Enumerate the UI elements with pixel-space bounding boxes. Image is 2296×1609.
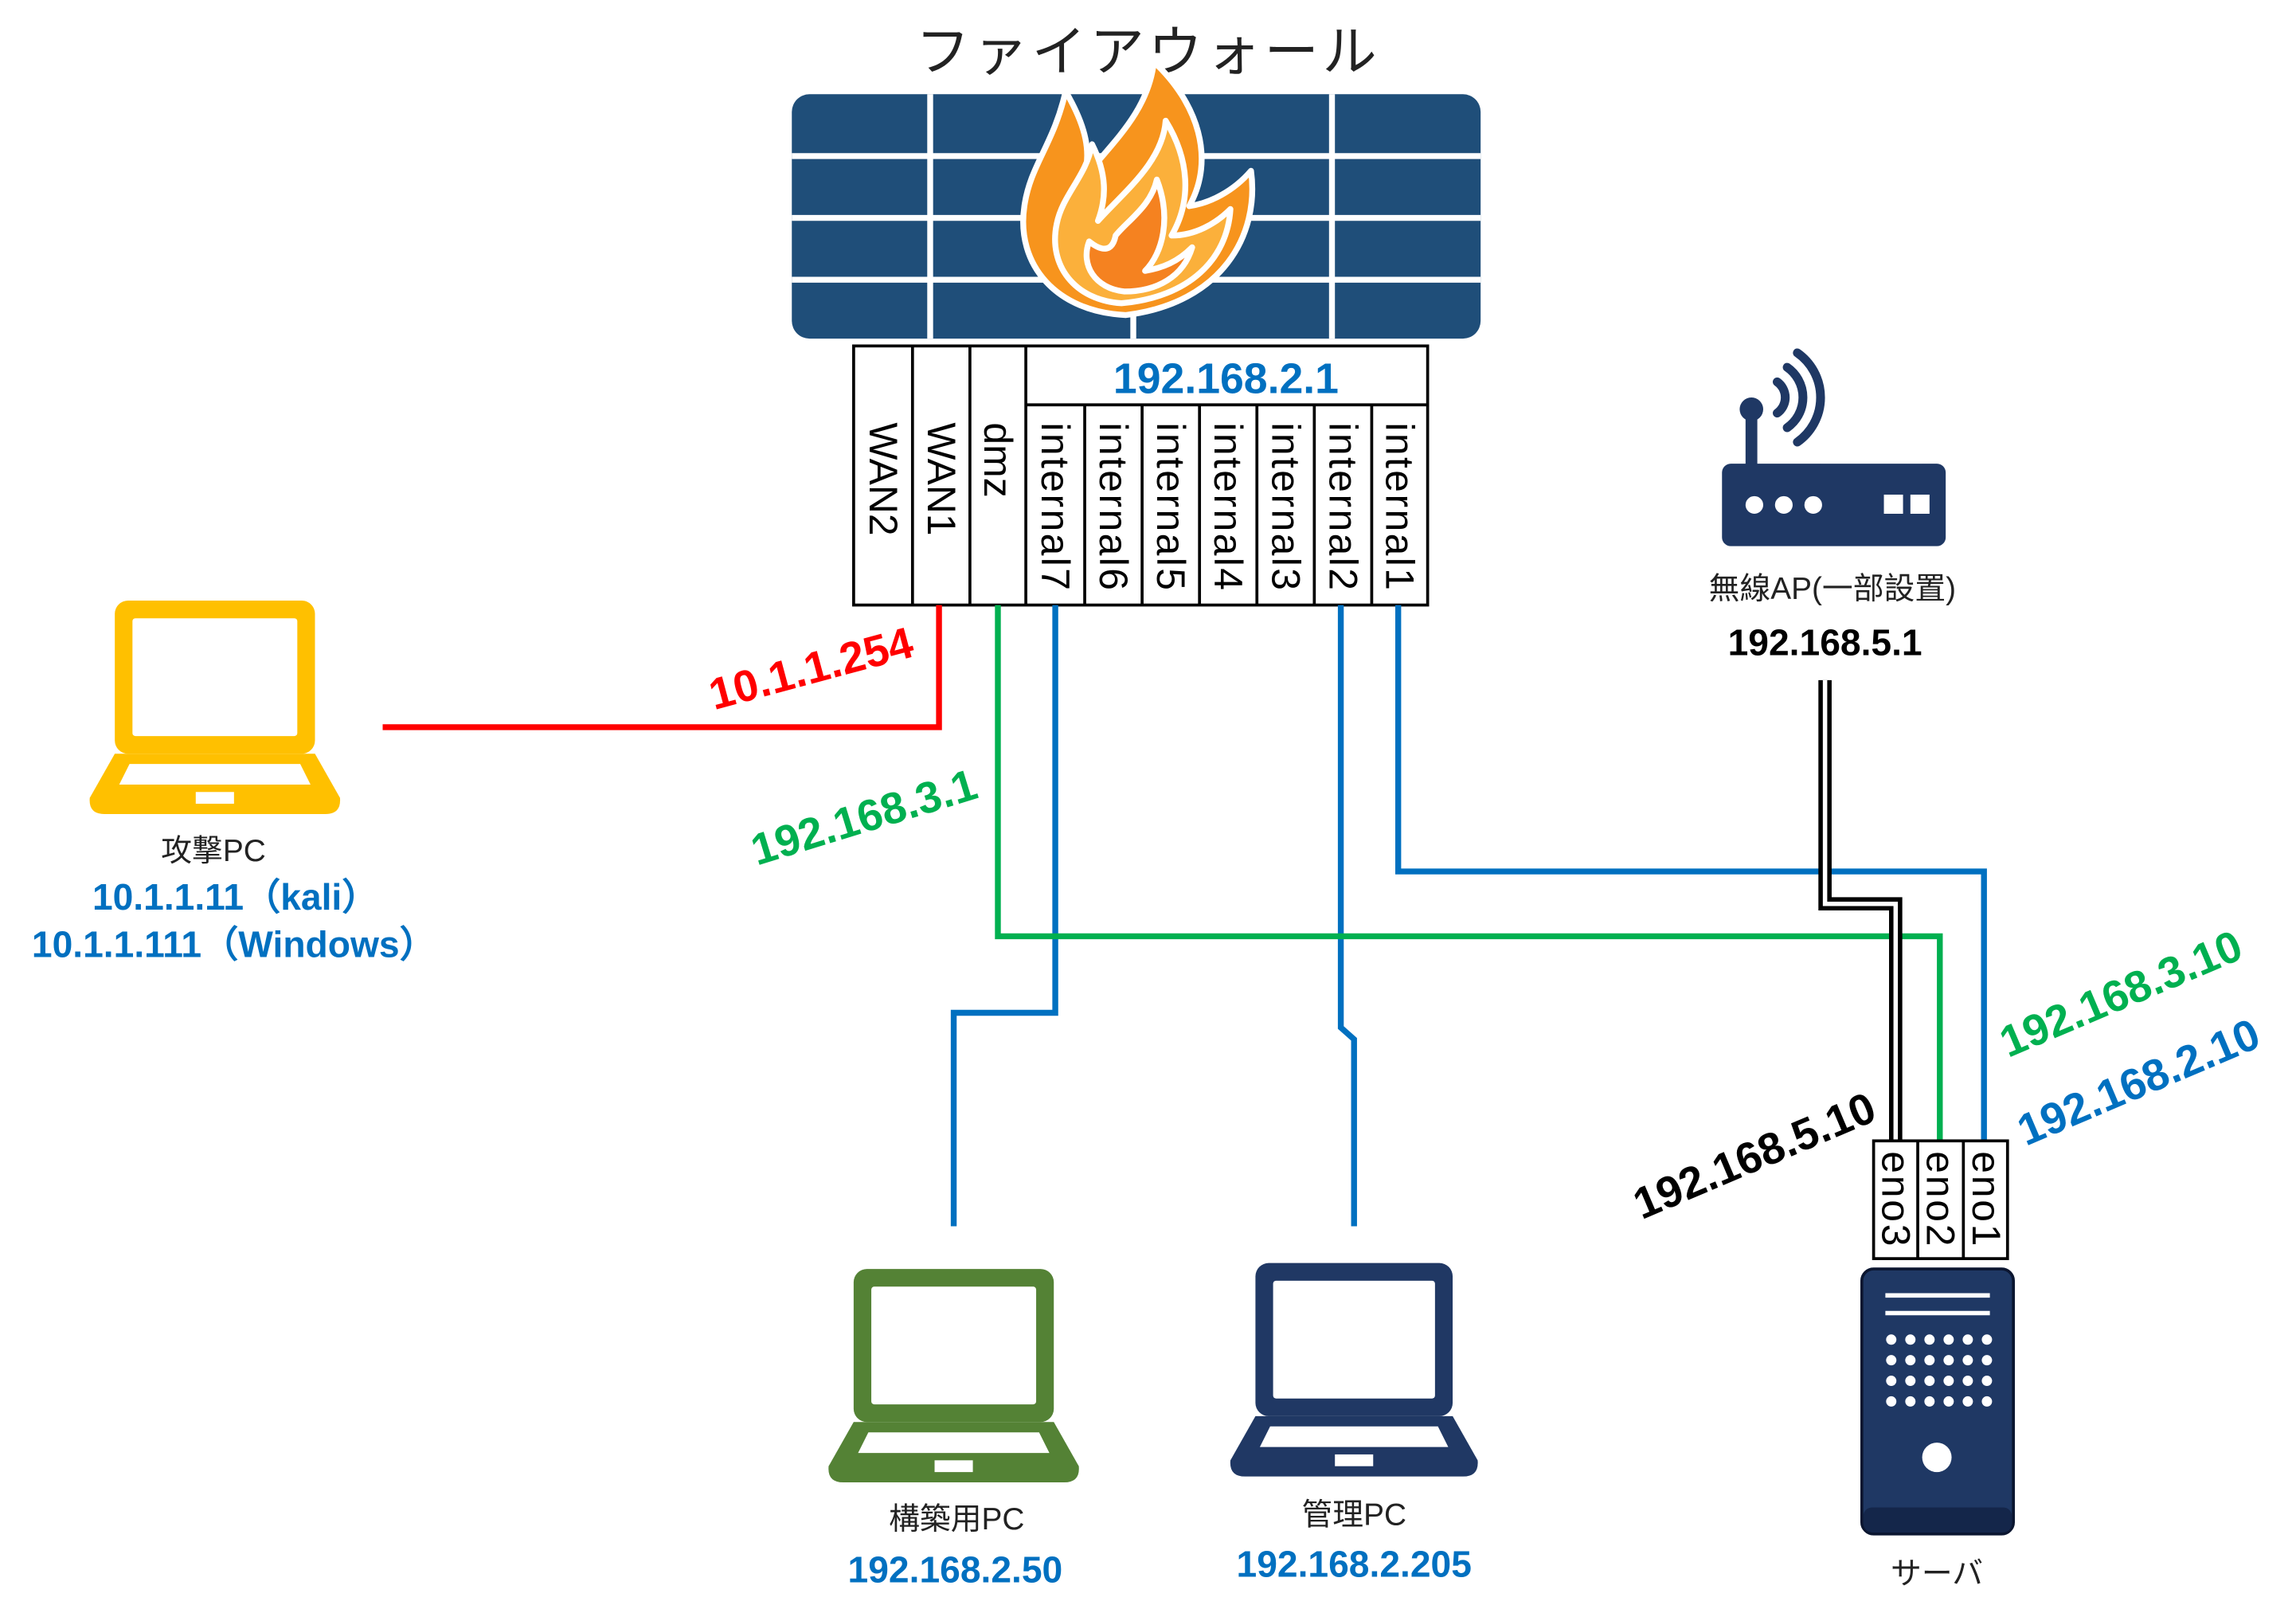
vent-dot xyxy=(1962,1355,1973,1366)
build-pc-name: 構築用PC xyxy=(889,1502,1024,1537)
port-label-internal1: internal1 xyxy=(1378,422,1422,592)
admin-pc-name: 管理PC xyxy=(1301,1498,1406,1533)
vent-dot xyxy=(1924,1376,1935,1386)
router-led xyxy=(1745,495,1763,515)
vent-dot xyxy=(1905,1334,1916,1345)
vent-dot xyxy=(1905,1355,1916,1366)
port-label-internal5: internal5 xyxy=(1148,422,1193,592)
port-label-internal4: internal4 xyxy=(1206,422,1250,592)
router-led xyxy=(1774,495,1793,515)
vent-dot xyxy=(1943,1355,1954,1366)
admin-pc-ip: 192.168.2.205 xyxy=(1237,1543,1472,1584)
flame-inner xyxy=(1083,176,1195,295)
vent-dot xyxy=(1962,1376,1973,1386)
router-port xyxy=(1883,494,1903,515)
server-port-panel: eno3 eno2 eno1 xyxy=(1872,1139,2009,1260)
laptop-touchpad xyxy=(934,1460,973,1473)
port-label-internal7: internal7 xyxy=(1033,422,1078,592)
attack-pc-ip-kali: 10.1.1.11（kali） xyxy=(92,876,379,918)
port-label-wan2: WAN2 xyxy=(861,422,905,535)
server-eno3-ip-label: 192.168.5.10 xyxy=(1626,1082,1883,1229)
vent-dot xyxy=(1924,1396,1935,1407)
link-internal2-admin-pc xyxy=(1337,605,1357,1227)
build-pc-ip: 192.168.2.50 xyxy=(848,1549,1063,1591)
vent-dot xyxy=(1943,1396,1954,1407)
vent-dot xyxy=(1905,1376,1916,1386)
vent-dot xyxy=(1981,1396,1993,1407)
laptop-screen xyxy=(871,1286,1037,1405)
laptop-keyboard xyxy=(1259,1426,1449,1447)
port-label-dmz: dmz xyxy=(976,422,1020,497)
vent-dot xyxy=(1943,1376,1954,1386)
server-base xyxy=(1863,1507,2012,1533)
ap-cable-inner xyxy=(1822,679,1899,1141)
vent-dot xyxy=(1886,1334,1897,1345)
port-label-internal3: internal3 xyxy=(1263,422,1308,592)
vent-dot xyxy=(1905,1396,1916,1407)
port-label-wan1: WAN1 xyxy=(919,422,964,535)
router-body xyxy=(1722,464,1946,546)
attack-pc-ip-windows: 10.1.1.111（Windows） xyxy=(32,923,436,965)
wifi-arc xyxy=(1793,348,1825,447)
laptop-keyboard xyxy=(119,764,311,785)
internal-network-ip: 192.168.2.1 xyxy=(1113,354,1339,402)
server-power-button xyxy=(1922,1443,1952,1473)
firewall-port-panel: 192.168.2.1 WAN2 WAN1 dmz internal7 inte… xyxy=(852,344,1430,607)
port-label-internal2: internal2 xyxy=(1320,422,1365,592)
vent-dot xyxy=(1924,1334,1935,1345)
port-label-internal6: internal6 xyxy=(1091,422,1136,592)
vent-dot xyxy=(1981,1334,1993,1345)
vent-dot xyxy=(1981,1376,1993,1386)
laptop-screen xyxy=(1273,1280,1435,1399)
wifi-arc xyxy=(1782,362,1808,433)
router-port xyxy=(1910,494,1930,515)
vent-dot xyxy=(1886,1376,1897,1386)
attack-pc-laptop-icon xyxy=(89,601,341,815)
vent-dot xyxy=(1886,1396,1897,1407)
wireless-ap-ip: 192.168.5.1 xyxy=(1728,621,1922,663)
admin-pc-laptop-icon xyxy=(1230,1263,1478,1477)
router-led xyxy=(1804,495,1822,515)
port-label-eno2: eno2 xyxy=(1919,1151,1963,1248)
server-icon xyxy=(1860,1267,2016,1536)
port-label-eno1: eno1 xyxy=(1964,1151,2009,1248)
wireless-router-icon xyxy=(1722,397,1946,546)
vent-dot xyxy=(1981,1355,1993,1366)
laptop-keyboard xyxy=(858,1432,1050,1454)
server-name: サーバ xyxy=(1891,1557,1983,1591)
wifi-signal-icon xyxy=(1773,348,1825,447)
vent-dot xyxy=(1962,1396,1973,1407)
laptop-touchpad xyxy=(1335,1454,1374,1466)
link-internal1-server-eno1 xyxy=(1394,605,1987,1141)
build-pc-laptop-icon xyxy=(828,1269,1079,1483)
laptop-screen xyxy=(132,618,298,737)
link-wan1-attack-pc xyxy=(382,605,942,730)
link-internal7-build-pc xyxy=(950,605,1058,1227)
router-antenna-tip xyxy=(1739,397,1763,421)
link-dmz-server-eno2 xyxy=(995,605,1943,1141)
wan1-ip-label: 10.1.1.254 xyxy=(704,617,918,719)
server-chassis xyxy=(1860,1267,2016,1536)
flame-icon xyxy=(1020,58,1256,319)
firewall-title: ファイアウォール xyxy=(916,22,1381,83)
laptop-touchpad xyxy=(195,792,234,804)
link-ap-server-eno3 xyxy=(1818,679,1903,1141)
dmz-ip-label: 192.168.3.1 xyxy=(745,759,983,875)
vent-dot xyxy=(1962,1334,1973,1345)
vent-dot xyxy=(1886,1355,1897,1366)
server-port-frame xyxy=(1872,1139,2009,1260)
wireless-ap-name: 無線AP(一部設置) xyxy=(1709,572,1956,606)
firewall-icon xyxy=(792,58,1481,339)
router-antenna xyxy=(1745,412,1758,466)
vent-dot xyxy=(1943,1334,1954,1345)
wifi-arc xyxy=(1773,377,1790,418)
ap-cable-outer xyxy=(1818,679,1903,1141)
server-vent-dots xyxy=(1886,1334,1993,1407)
vent-dot xyxy=(1924,1355,1935,1366)
port-label-eno3: eno3 xyxy=(1873,1151,1918,1248)
attack-pc-name: 攻撃PC xyxy=(161,834,265,868)
